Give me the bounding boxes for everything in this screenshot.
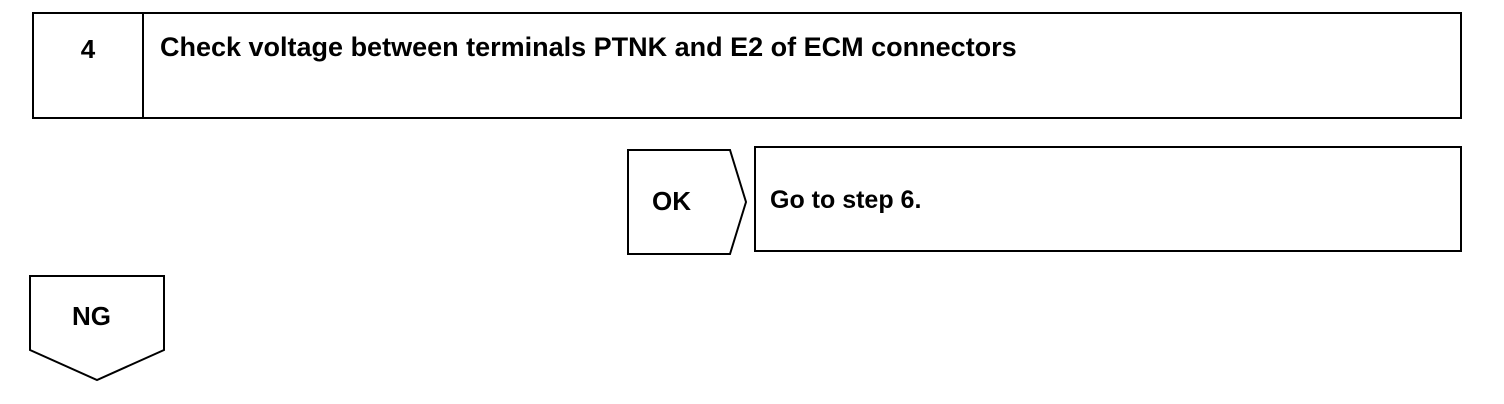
ok-label: OK xyxy=(652,186,691,216)
step-box: 4 Check voltage between terminals PTNK a… xyxy=(32,12,1462,119)
ng-label: NG xyxy=(72,301,111,331)
ok-result-box: Go to step 6. xyxy=(754,146,1462,252)
ok-result-text: Go to step 6. xyxy=(770,186,922,214)
step-number: 4 xyxy=(34,14,144,117)
step-title: Check voltage between terminals PTNK and… xyxy=(160,32,1017,62)
